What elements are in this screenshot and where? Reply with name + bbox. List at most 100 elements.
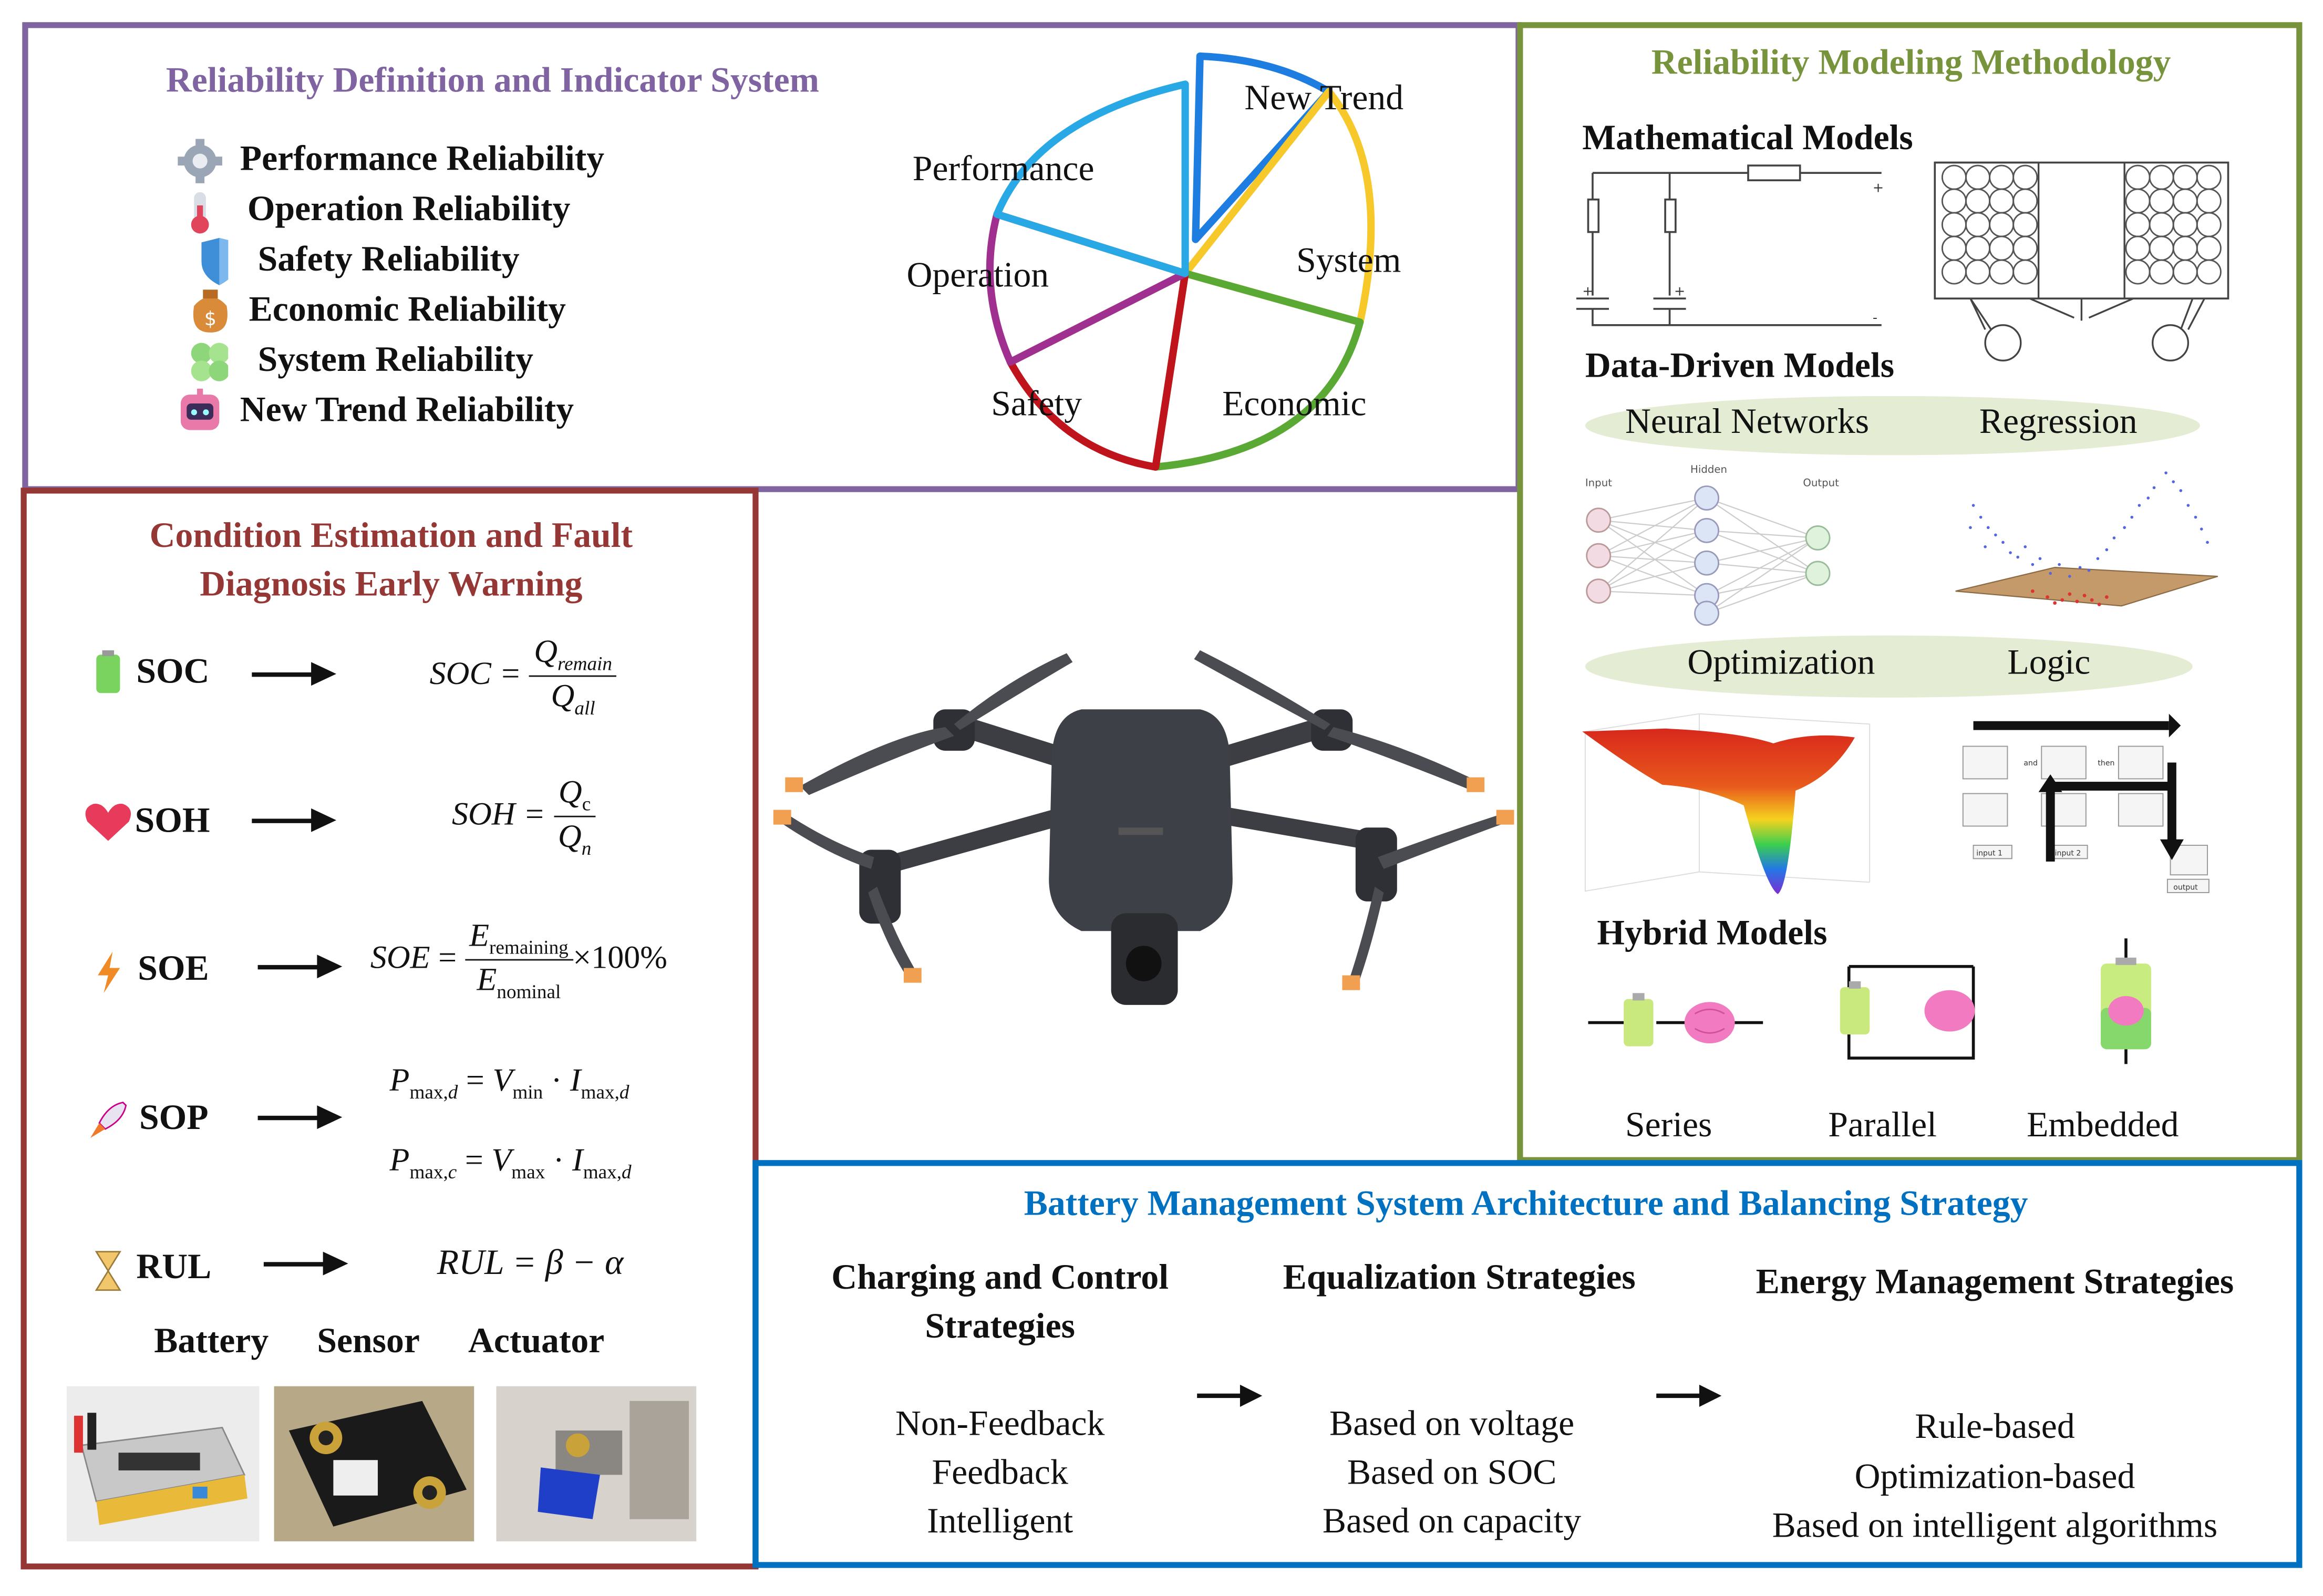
label-actuator: Actuator — [468, 1322, 605, 1361]
label-battery: Battery — [154, 1322, 269, 1361]
optimization-surface — [1582, 713, 1871, 894]
svg-text:+: + — [1582, 283, 1593, 299]
col3-heading: Energy Management Strategies — [1756, 1263, 2234, 1302]
item-new-trend-reliability: New Trend Reliability — [240, 391, 574, 430]
col2-heading: Equalization Strategies — [1283, 1259, 1636, 1298]
pie-label-operation: Operation — [906, 257, 1049, 296]
label-optimization: Optimization — [1687, 644, 1875, 683]
col1-item-feedback: Feedback — [932, 1454, 1068, 1493]
money-bag-icon: $ — [193, 289, 228, 333]
pie-slice-safety — [1006, 270, 1189, 471]
col2-item-capacity: Based on capacity — [1322, 1502, 1582, 1541]
condition-icons — [85, 650, 131, 1291]
bms-panel — [752, 1160, 2303, 1568]
sensor-photo — [274, 1386, 474, 1541]
item-economic-reliability: Economic Reliability — [249, 291, 566, 330]
actuator-photo — [496, 1386, 697, 1541]
item-safety-reliability: Safety Reliability — [257, 241, 520, 279]
gear-icon — [178, 139, 222, 183]
logic-label-then: then — [2098, 759, 2114, 768]
modeling-title: Reliability Modeling Methodology — [1651, 44, 2171, 83]
formula-sop-d: Pmax,d = Vmin · Imax,d — [389, 1061, 629, 1103]
condition-panel — [20, 488, 759, 1570]
label-regression: Regression — [1979, 403, 2138, 442]
formula-sop-c: Pmax,c = Vmax · Imax,d — [389, 1141, 632, 1183]
bms-title: Battery Management System Architecture a… — [1024, 1185, 2028, 1224]
hybrid-series-icon — [1588, 993, 1763, 1046]
math-models-heading: Mathematical Models — [1582, 119, 1913, 158]
label-logic: Logic — [2007, 644, 2091, 683]
modeling-panel — [1517, 22, 2303, 1163]
pie-label-system: System — [1296, 242, 1401, 281]
pie-label-safety: Safety — [991, 386, 1082, 424]
svg-text:-: - — [1873, 309, 1877, 325]
brain-icon — [1924, 990, 1975, 1032]
heart-icon — [85, 803, 131, 841]
battery-icon — [96, 650, 120, 693]
battery-photo — [66, 1386, 260, 1541]
hourglass-icon — [95, 1251, 121, 1291]
pie-slice-economic — [1152, 270, 1364, 471]
pie-slice-new-trend — [1192, 52, 1333, 243]
component-photos — [66, 1386, 697, 1541]
hybrid-models-heading: Hybrid Models — [1597, 915, 1828, 954]
opt-logic-ellipse — [1585, 635, 2193, 698]
col1-heading-line2: Strategies — [925, 1308, 1075, 1346]
formula-rul: RUL = β − α — [437, 1244, 624, 1283]
pie-label-performance: Performance — [912, 150, 1095, 190]
col3-item-intelligent-algorithms: Based on intelligent algorithms — [1772, 1507, 2218, 1546]
shield-icon — [201, 237, 229, 285]
nn-label-output: Output — [1803, 476, 1839, 489]
nn-label-hidden: Hidden — [1690, 463, 1727, 475]
col1-item-non-feedback: Non-Feedback — [895, 1405, 1105, 1444]
drone-image — [773, 650, 1514, 1005]
robot-icon — [180, 388, 220, 430]
label-soe: SOE — [138, 950, 209, 989]
rocket-icon — [90, 1101, 127, 1138]
logic-label-output: output — [2173, 883, 2198, 892]
svg-text:+: + — [1674, 283, 1685, 299]
neural-network-diagram: Input Hidden Output — [1585, 463, 1839, 626]
svg-text:$: $ — [204, 307, 216, 330]
label-soh: SOH — [135, 802, 210, 841]
regression-plot — [1955, 471, 2218, 607]
nn-regression-ellipse — [1585, 396, 2200, 455]
label-series: Series — [1625, 1106, 1712, 1146]
condition-title-line2: Diagnosis Early Warning — [200, 566, 583, 605]
brain-icon — [1684, 1002, 1735, 1043]
battery-icon — [1840, 981, 1870, 1035]
thermometer-icon — [191, 192, 209, 234]
label-neural-networks: Neural Networks — [1625, 403, 1870, 442]
logic-label-and: and — [2023, 759, 2038, 768]
label-soc: SOC — [136, 653, 210, 692]
hybrid-embedded-icon — [2101, 938, 2151, 1064]
col1-heading-line1: Charging and Control — [831, 1259, 1169, 1298]
col1-item-intelligent: Intelligent — [927, 1502, 1073, 1541]
reliability-pie — [986, 52, 1375, 471]
equivalent-circuit-diagram: +- ++ — [1576, 164, 1884, 326]
label-parallel: Parallel — [1828, 1106, 1937, 1146]
reliability-definition-title: Reliability Definition and Indicator Sys… — [166, 62, 820, 101]
item-performance-reliability: Performance Reliability — [240, 140, 605, 179]
label-embedded: Embedded — [2027, 1106, 2179, 1146]
logic-label-input1: input 1 — [1976, 849, 2002, 858]
nn-label-input: Input — [1585, 476, 1612, 489]
col3-item-optimization-based: Optimization-based — [1854, 1458, 2135, 1497]
label-rul: RUL — [136, 1248, 212, 1288]
pie-label-new-trend: New Trend — [1244, 79, 1404, 119]
pie-label-economic: Economic — [1222, 386, 1367, 424]
reliability-icons: $ — [178, 139, 229, 430]
pie-slice-performance — [993, 80, 1189, 277]
pie-slice-system — [1181, 88, 1375, 326]
col2-item-soc: Based on SOC — [1347, 1454, 1557, 1493]
pie-slice-operation — [986, 210, 1189, 366]
col2-item-voltage: Based on voltage — [1329, 1405, 1575, 1444]
particle-model-diagram — [1934, 161, 2229, 362]
battery-icon — [1624, 993, 1654, 1046]
bms-arrows — [1197, 1384, 1722, 1407]
logic-diagram: input 1 input 2 output and then — [1962, 713, 2210, 894]
puzzle-icon — [191, 343, 229, 381]
hybrid-parallel-icon — [1840, 965, 1975, 1060]
